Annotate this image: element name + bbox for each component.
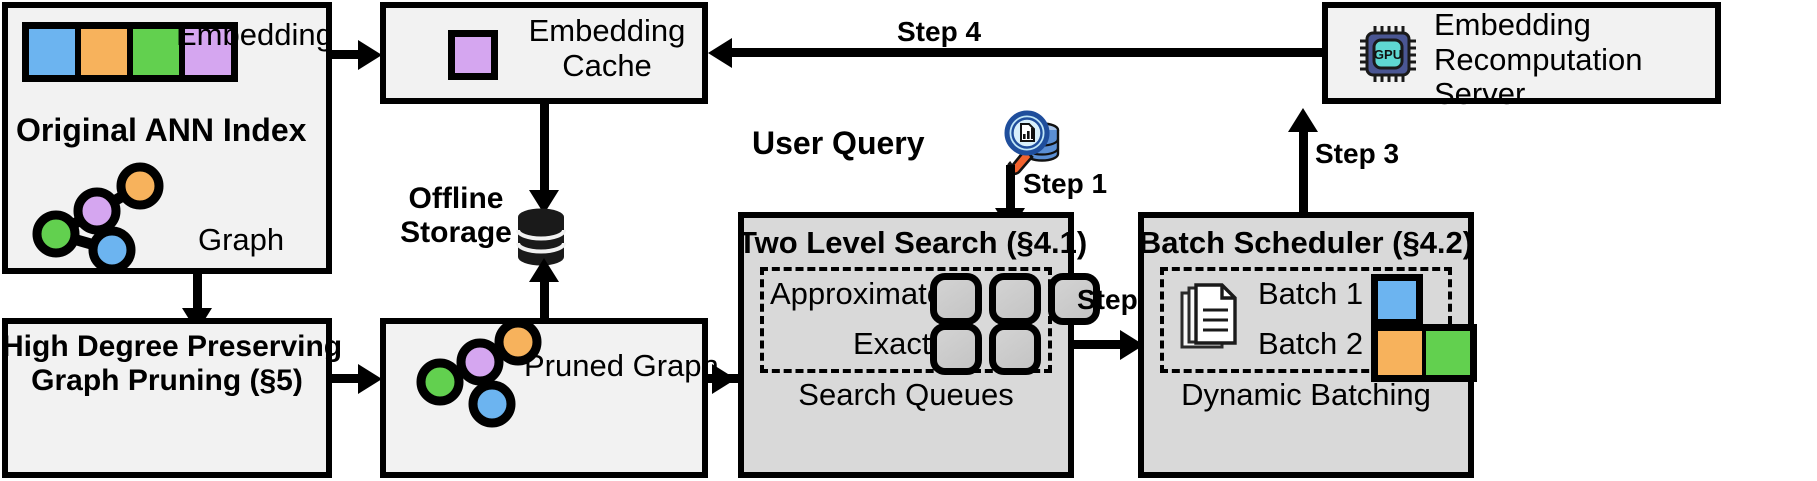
step-3-label: Step 3 <box>1315 138 1400 169</box>
approximate-slot-1[interactable] <box>930 273 982 325</box>
recomputation-server-line1: Embedding <box>1434 7 1591 42</box>
arrow-pruned-to-storage-line <box>540 278 549 320</box>
ann-index-graph <box>32 162 164 274</box>
database-cylinder-icon <box>516 208 566 266</box>
arrow-step4-line <box>722 48 1322 57</box>
graph-pruning-line2: Graph Pruning (§5) <box>31 363 303 397</box>
embedding-cell-orange <box>78 29 130 75</box>
embedding-cell-purple <box>182 29 231 75</box>
search-queues-footer: Search Queues <box>798 377 1014 412</box>
exact-queue-slots <box>930 323 1041 375</box>
embedding-cell-blue <box>29 29 78 75</box>
arrow-step2-line <box>1074 340 1136 349</box>
exact-slot-1[interactable] <box>930 323 982 375</box>
documents-stack-icon <box>1180 283 1237 349</box>
arrow-step4-head <box>708 38 732 68</box>
arrow-pruning-to-pruned-head <box>358 364 382 394</box>
embedding-color-strip <box>22 22 238 82</box>
arrow-index-to-cache-head <box>358 40 382 70</box>
approximate-slot-3[interactable] <box>1048 273 1100 325</box>
embedding-cache-title: Embedding Cache <box>512 13 702 83</box>
pruned-graph-label: Pruned Graph <box>524 348 719 383</box>
pruned-graph-nodes <box>416 318 542 428</box>
gpu-chip-icon: GPU <box>1360 26 1416 82</box>
embedding-cache-line2: Cache <box>562 47 652 83</box>
graph-pruning-title: High Degree Preserving Graph Pruning (§5… <box>2 330 343 397</box>
graph-pruning-line1: High Degree Preserving <box>2 330 343 363</box>
batch-2-chips <box>1371 324 1477 382</box>
arrow-pruned-to-storage-head <box>529 258 559 282</box>
offline-storage-line1: Offline <box>408 182 504 215</box>
panel-embedding-cache <box>380 2 708 104</box>
offline-storage-label: Offline Storage <box>396 182 516 249</box>
user-query-label: User Query <box>752 125 925 161</box>
arrow-index-to-cache-line <box>332 50 362 59</box>
arrow-cache-to-storage-line <box>540 104 549 192</box>
arrow-step3-head <box>1288 108 1318 132</box>
approximate-queue-slots <box>930 273 1100 325</box>
gpu-chip-text: GPU <box>1374 47 1402 62</box>
panel-graph-pruning <box>2 318 332 478</box>
recomputation-server-line2: Recomputation <box>1434 41 1643 77</box>
batch-2-chip-orange <box>1378 331 1422 375</box>
two-level-search-title: Two Level Search (§4.1) <box>738 225 1088 260</box>
graph-label: Graph <box>198 222 285 257</box>
arrow-index-to-pruning-line <box>193 274 202 310</box>
exact-slot-2[interactable] <box>989 323 1041 375</box>
batch-1-chip-blue <box>1371 274 1423 326</box>
dynamic-batching-group <box>1160 267 1452 373</box>
dynamic-batching-footer: Dynamic Batching <box>1181 377 1431 412</box>
arrow-pruning-to-pruned-line <box>332 374 362 383</box>
step-4-label: Step 4 <box>897 16 982 47</box>
search-database-icon <box>1004 110 1060 176</box>
batch-2-chip-green <box>1422 331 1470 375</box>
approximate-slot-2[interactable] <box>989 273 1041 325</box>
recomputation-server-line3: Server <box>1434 76 1526 112</box>
arrow-step3-line <box>1299 128 1308 212</box>
embedding-cache-chip <box>448 30 498 80</box>
embedding-label: Embedding <box>176 17 333 52</box>
exact-row-label: Exact <box>853 326 931 361</box>
embedding-cell-green <box>130 29 182 75</box>
arrow-pruned-to-search-head <box>712 364 736 394</box>
offline-storage-line2: Storage <box>400 215 512 249</box>
embedding-cache-line1: Embedding <box>528 13 686 48</box>
step-1-label: Step 1 <box>1023 168 1108 199</box>
recomputation-server-title: Embedding Recomputation Server <box>1434 7 1643 112</box>
batch-scheduler-title: Batch Scheduler (§4.2) <box>1138 225 1474 260</box>
approximate-row-label: Approximate <box>770 276 945 311</box>
batch-2-label: Batch 2 <box>1258 326 1364 361</box>
original-ann-index-title: Original ANN Index <box>16 112 307 148</box>
batch-1-label: Batch 1 <box>1258 276 1364 311</box>
search-queues-group <box>760 267 1052 373</box>
arrow-step1-line <box>1006 165 1015 211</box>
